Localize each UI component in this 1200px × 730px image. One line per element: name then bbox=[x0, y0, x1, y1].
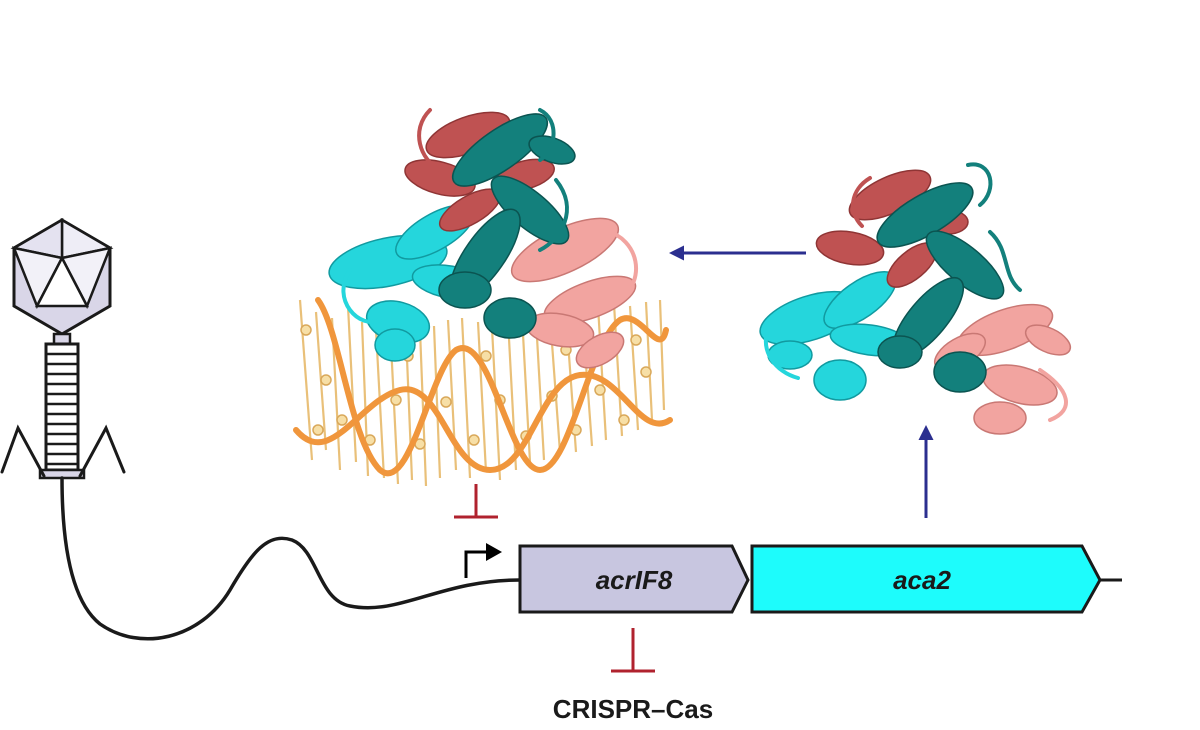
protein-dimer-structure bbox=[759, 162, 1072, 435]
inhibition-crispr-cas bbox=[611, 628, 655, 673]
gene-acrIF8: acrIF8 bbox=[518, 544, 750, 614]
gene-aca2-label: aca2 bbox=[893, 565, 951, 595]
complex-helices-pink bbox=[510, 217, 637, 369]
crispr-cas-label: CRISPR–Cas bbox=[553, 694, 713, 724]
dna-backbone-2 bbox=[315, 297, 669, 477]
complex-loops bbox=[341, 108, 638, 324]
gene-aca2: aca2 bbox=[750, 544, 1102, 614]
gene-acrIF8-arrow bbox=[518, 544, 750, 614]
phage-tail bbox=[38, 342, 86, 480]
gene-aca2-arrow bbox=[750, 544, 1102, 614]
promoter-arrow-icon bbox=[464, 543, 502, 578]
phage-tail-fibers bbox=[0, 424, 126, 478]
bacteriophage-icon bbox=[0, 217, 126, 480]
inhibition-acrIF8-promoter bbox=[454, 484, 498, 519]
dna-backbone-1 bbox=[293, 371, 673, 474]
complex-helices-teal bbox=[438, 113, 576, 339]
protein-dna-complex-structure bbox=[293, 108, 673, 487]
dimer-loops bbox=[763, 162, 1068, 422]
dimer-helices-teal bbox=[876, 182, 1005, 393]
dimer-helices-cyan bbox=[759, 271, 911, 401]
gene-acrIF8-label: acrIF8 bbox=[596, 565, 673, 595]
phage-dna-strand bbox=[60, 476, 522, 641]
